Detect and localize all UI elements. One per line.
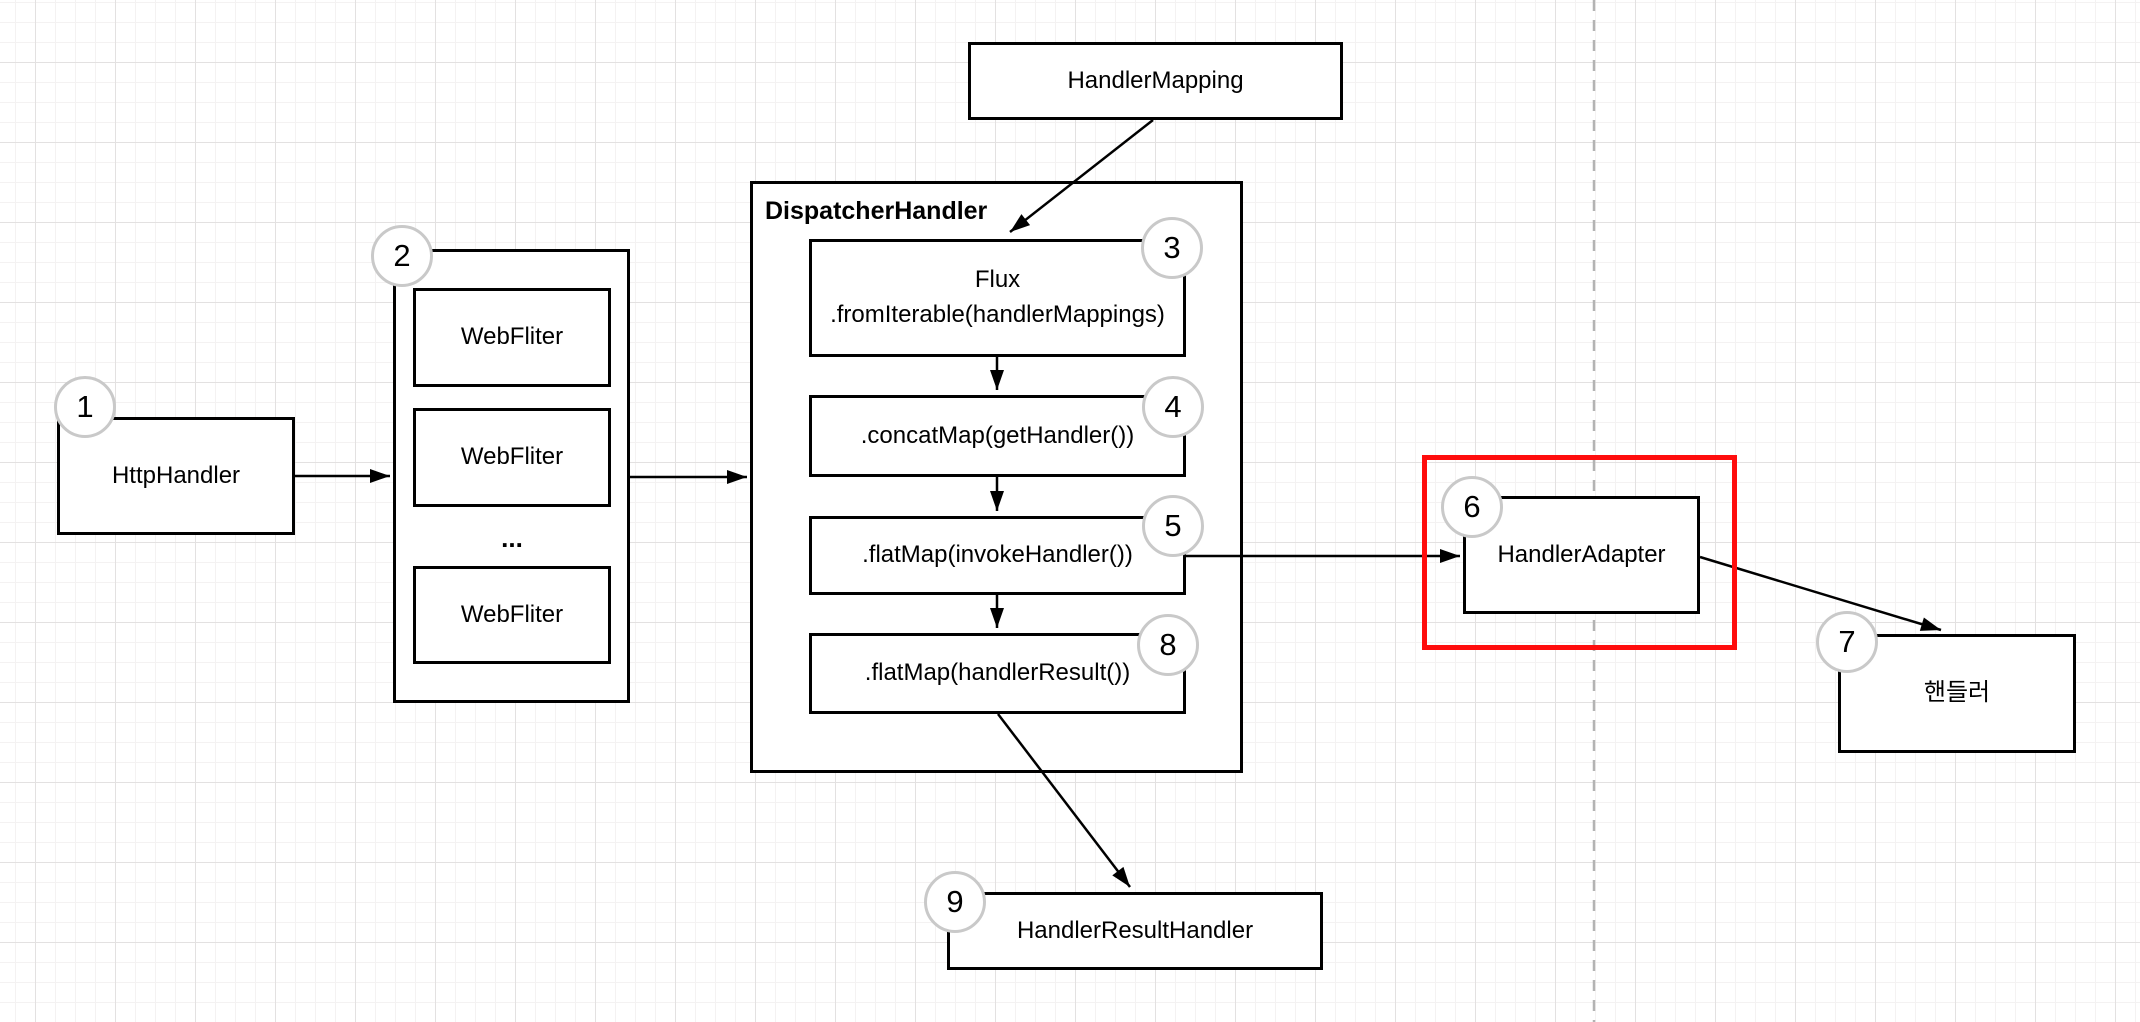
node-flat-map-invoke: .flatMap(invokeHandler()) xyxy=(809,516,1186,595)
node-webfilter-2: WebFliter xyxy=(413,408,611,507)
node-concat-map: .concatMap(getHandler()) xyxy=(809,395,1186,477)
node-dispatcher-handler-title: DispatcherHandler xyxy=(765,197,988,225)
node-handler-mapping-label: HandlerMapping xyxy=(1067,66,1244,94)
node-handler-result-handler-label: HandlerResultHandler xyxy=(1016,916,1254,944)
node-flux-from-iterable: Flux .fromIterable(handlerMappings) xyxy=(809,239,1186,357)
node-handler-adapter-label: HandlerAdapter xyxy=(1497,540,1666,568)
node-handler-korean: 핸들러 xyxy=(1838,634,2076,753)
step-badge-8: 8 xyxy=(1137,614,1199,676)
node-flux-line1: Flux xyxy=(974,266,1021,294)
step-badge-7: 7 xyxy=(1816,611,1878,673)
node-flat-map-result: .flatMap(handlerResult()) xyxy=(809,633,1186,714)
node-concat-map-label: .concatMap(getHandler()) xyxy=(860,421,1135,449)
node-webfilter-2-label: WebFliter xyxy=(460,443,564,471)
node-flux-line2: .fromIterable(handlerMappings) xyxy=(830,301,1165,328)
node-http-handler: HttpHandler xyxy=(57,417,295,535)
node-webfilter-1-label: WebFliter xyxy=(460,323,564,351)
step-badge-9: 9 xyxy=(924,871,986,933)
step-badge-5: 5 xyxy=(1142,495,1204,557)
node-webfilter-3: WebFliter xyxy=(413,566,611,664)
node-handler-adapter: HandlerAdapter xyxy=(1463,496,1700,614)
node-handler-result-handler: HandlerResultHandler xyxy=(947,892,1323,970)
step-badge-6: 6 xyxy=(1441,476,1503,538)
step-badge-1: 1 xyxy=(54,376,116,438)
node-flat-map-result-label: .flatMap(handlerResult()) xyxy=(864,659,1131,687)
webfilter-ellipsis: ... xyxy=(501,522,523,553)
step-badge-3: 3 xyxy=(1141,217,1203,279)
node-http-handler-label: HttpHandler xyxy=(111,461,241,489)
node-handler-mapping: HandlerMapping xyxy=(968,42,1343,120)
node-handler-korean-label: 핸들러 xyxy=(1923,679,1991,707)
node-flat-map-invoke-label: .flatMap(invokeHandler()) xyxy=(862,541,1133,569)
node-webfilter-3-label: WebFliter xyxy=(460,600,564,628)
node-webfilter-1: WebFliter xyxy=(413,288,611,387)
step-badge-2: 2 xyxy=(371,225,433,287)
step-badge-4: 4 xyxy=(1142,376,1204,438)
highlight-frame-handler-adapter xyxy=(1422,455,1737,650)
